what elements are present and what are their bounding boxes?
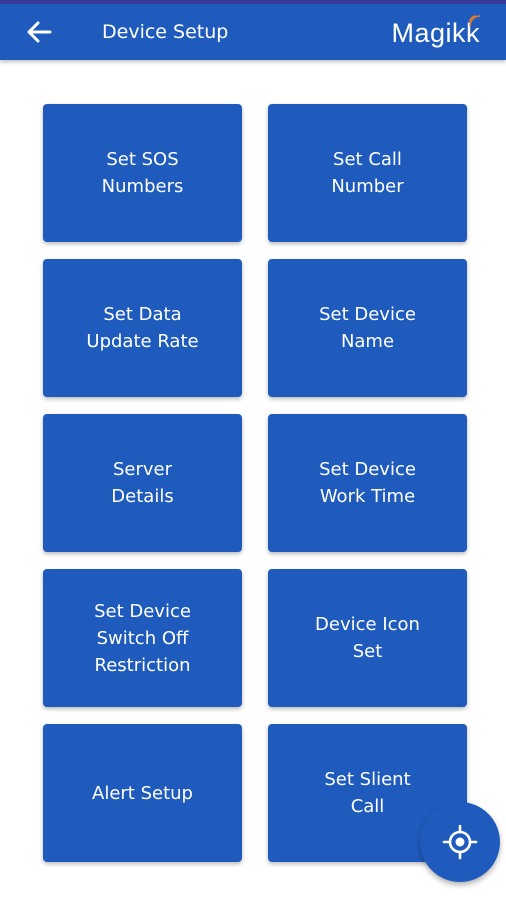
tile-label: Set Call Number: [331, 149, 404, 197]
tile-label: Set Slient Call: [324, 769, 411, 817]
tile-label: Server Details: [111, 459, 174, 507]
tile-server-details[interactable]: Server Details: [43, 414, 242, 552]
page-title: Device Setup: [102, 21, 229, 43]
tile-alert-setup[interactable]: Alert Setup: [43, 724, 242, 862]
tile-label: Device Icon Set: [315, 614, 420, 662]
tile-label: Set SOS Numbers: [101, 149, 184, 197]
tile-label: Alert Setup: [92, 782, 193, 804]
tile-set-sos-numbers[interactable]: Set SOS Numbers: [43, 104, 242, 242]
tile-label: Set Data Update Rate: [86, 304, 199, 352]
tile-set-device-name[interactable]: Set Device Name: [268, 259, 467, 397]
locate-fab-button[interactable]: [420, 802, 500, 882]
arrow-left-icon: [27, 21, 52, 43]
signal-wave-icon: [469, 15, 481, 27]
tile-label: Set Device Work Time: [319, 459, 416, 507]
tile-device-icon-set[interactable]: Device Icon Set: [268, 569, 467, 707]
tile-label: Set Device Name: [319, 304, 416, 352]
tile-label: Set Device Switch Off Restriction: [94, 600, 191, 676]
tile-set-device-switch-off-restriction[interactable]: Set Device Switch Off Restriction: [43, 569, 242, 707]
tile-set-data-update-rate[interactable]: Set Data Update Rate: [43, 259, 242, 397]
status-bar-strip: [0, 0, 506, 4]
app-bar: Device Setup Magikk: [0, 4, 506, 60]
tile-set-device-work-time[interactable]: Set Device Work Time: [268, 414, 467, 552]
back-button[interactable]: [22, 16, 56, 48]
location-target-icon: [442, 824, 478, 860]
brand-logo: Magikk: [391, 18, 480, 48]
tile-set-call-number[interactable]: Set Call Number: [268, 104, 467, 242]
